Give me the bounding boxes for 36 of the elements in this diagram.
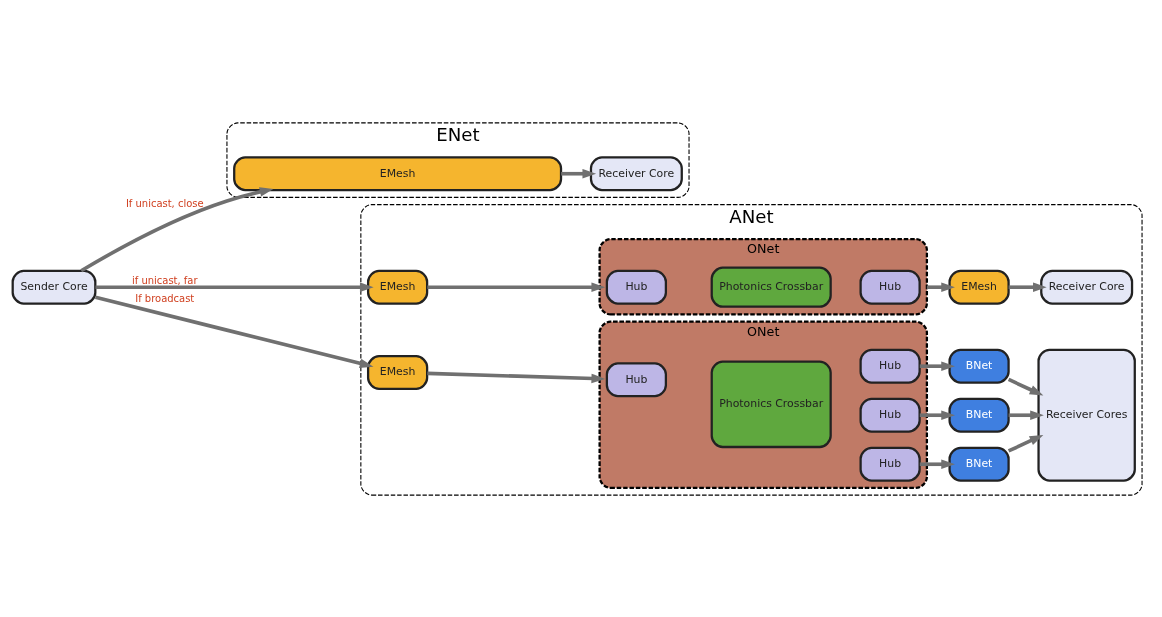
arrow [95, 295, 374, 368]
node-box: Receiver Core [589, 155, 683, 191]
node-box: BNet [948, 397, 1010, 433]
arrow [80, 186, 274, 272]
node-box: Hub [605, 269, 667, 305]
node-box: Photonics Crossbar [710, 360, 832, 448]
node-box: Hub [859, 446, 921, 482]
node-box: Receiver Cores [1037, 348, 1136, 482]
node-box: Hub [859, 397, 921, 433]
node-box: Hub [605, 361, 667, 397]
edge-label: If broadcast [135, 292, 195, 304]
arrow [1008, 281, 1047, 292]
node-box: Photonics Crossbar [710, 266, 832, 308]
arrow [95, 281, 374, 292]
arrow [1007, 434, 1044, 453]
arrow [427, 281, 606, 292]
arrow [926, 281, 955, 292]
node-box: Sender Core [11, 269, 97, 305]
node-box: Hub [859, 348, 921, 384]
node-box: BNet [948, 446, 1010, 482]
arrow [919, 360, 955, 371]
node-box: EMesh [948, 269, 1010, 305]
arrow [919, 458, 955, 469]
node-box: EMesh [366, 354, 429, 390]
edge-label: If unicast, close [125, 197, 204, 209]
node-box: EMesh [366, 269, 429, 305]
node-box: BNet [948, 348, 1010, 384]
arrow [1007, 377, 1044, 396]
edge-label: if unicast, far [131, 274, 198, 286]
arrow [919, 409, 955, 420]
node-box: Hub [859, 269, 921, 305]
arrow [427, 371, 606, 383]
arrow [1008, 409, 1044, 420]
node-box: EMesh [233, 155, 563, 191]
node-box: Receiver Core [1040, 269, 1134, 305]
arrow [561, 168, 597, 179]
